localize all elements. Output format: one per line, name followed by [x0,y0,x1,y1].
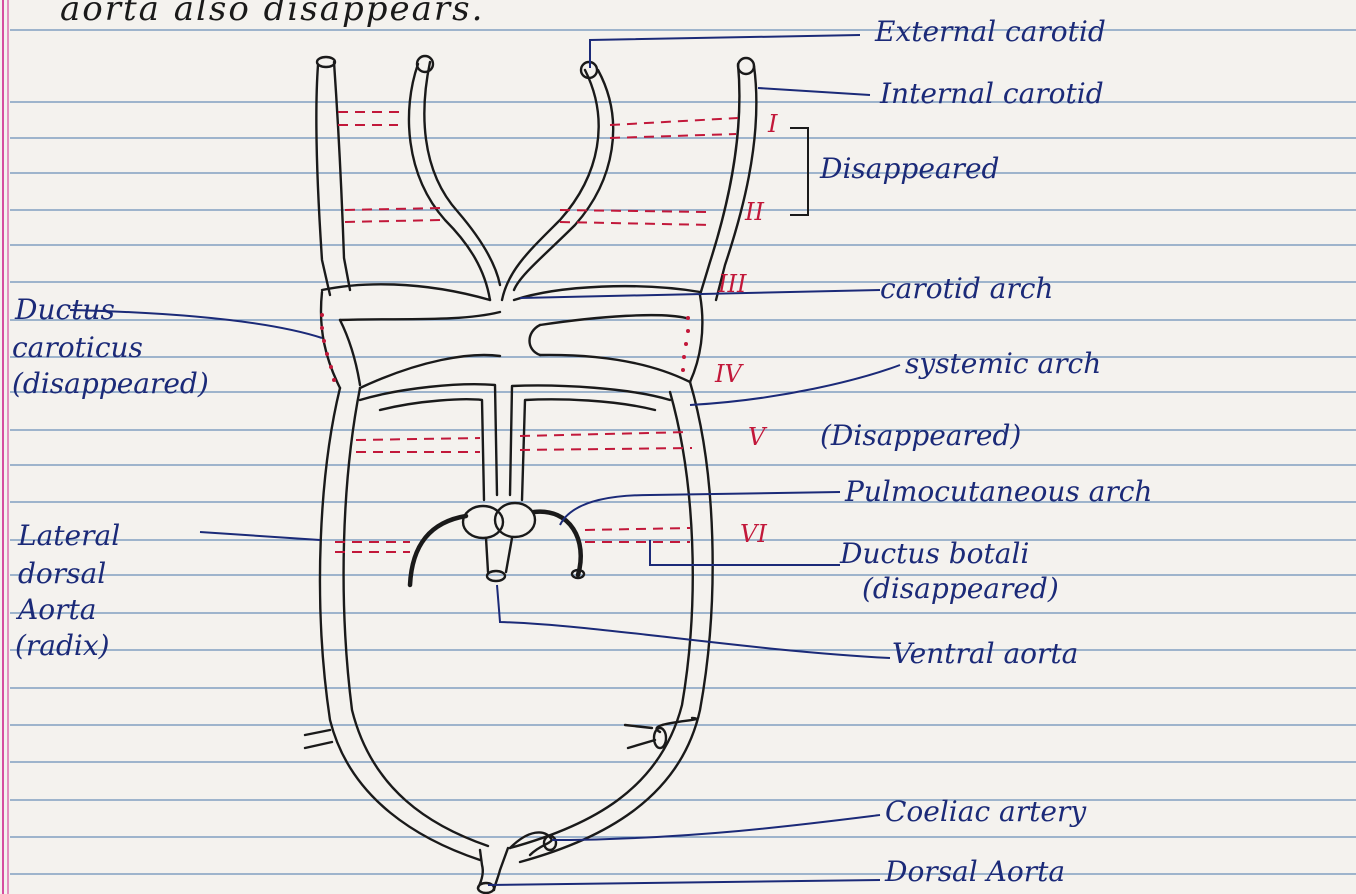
label-lateral-dorsal-1: Lateral [18,522,120,550]
right-systemic-arch [690,295,702,382]
label-external-carotid: External carotid [875,18,1106,46]
arch-numeral-v: V [748,425,765,449]
arch-numeral-iv: IV [715,362,742,386]
arch-i-dashed-right [610,118,738,138]
label-arch-v-disappeared: (Disappeared) [820,422,1021,450]
arch-ii-dashed-left [345,208,440,222]
leader-pulmocutaneous [560,492,840,525]
right-external-carotid-tip [738,58,754,74]
pulmocutaneous-right [534,512,581,575]
leader-internal-carotid [758,88,870,95]
left-internal-carotid-vessel-inner [424,62,500,285]
pulmocutaneous-left [410,516,466,585]
label-coeliac-artery: Coeliac artery [885,798,1086,826]
label-pulmocutaneous-arch: Pulmocutaneous arch [845,478,1152,506]
arch-vi-dashed-left [335,542,410,552]
disappeared-arches [335,112,738,552]
dorsal-aorta-trunk [478,850,483,888]
label-lateral-dorsal-2: dorsal [18,560,106,588]
left-internal-carotid-vessel [409,64,490,300]
dorsal-branch-right-outer [625,725,655,748]
disappeared-bracket [790,128,808,215]
arch-vi-dashed-right [585,528,690,542]
arch-i-dashed-left [338,112,400,125]
label-carotid-arch: carotid arch [880,275,1053,303]
leader-dorsal-aorta [488,880,880,885]
label-lateral-dorsal-3: Aorta [18,596,96,624]
arch-v-dashed-right [520,432,692,450]
ductus-caroticus-dots [320,313,690,382]
left-external-carotid-vessel [316,65,330,295]
right-external-carotid-vessel [700,64,739,295]
left-systemic-cross [340,312,500,320]
arch-numeral-ii: II [745,200,764,224]
arch-numeral-iii: III [718,272,746,296]
right-systemic-curl [530,325,541,355]
leader-coeliac [552,815,880,840]
label-ductus-botalli: Ductus botali [840,540,1029,568]
right-internal-carotid-vessel [502,70,599,300]
label-ductus-caroticus-2: caroticus [12,334,143,362]
arch-v-dashed-left [356,438,480,452]
left-external-carotid-vessel-inner [334,62,350,290]
label-ventral-aorta: Ventral aorta [892,640,1078,668]
right-internal-carotid-vessel-inner [514,70,613,290]
dorsal-aorta-trunk-right [494,848,508,890]
inner-arch-left-inner [380,399,484,500]
label-ductus-caroticus-1: Ductus [15,296,115,324]
truncus-stalk [486,538,512,572]
carotid-arch-left [322,284,490,300]
left-systemic-arch-inner [340,320,360,385]
label-lateral-dorsal-4: (radix) [15,632,110,660]
label-ductus-botalli-status: (disappeared) [862,575,1059,603]
ventral-aorta-base [487,571,505,581]
label-disappeared: Disappeared [820,155,999,183]
right-external-carotid-vessel-inner [716,66,756,300]
lateral-dorsal-aorta-left-inner [344,388,488,846]
label-ductus-caroticus-3: (disappeared) [12,370,209,398]
leader-lateral-dorsal [200,532,320,540]
right-systemic-lower [540,355,690,382]
label-dorsal-aorta: Dorsal Aorta [885,858,1065,886]
left-external-carotid-tip [317,57,335,67]
left-branch-marks [305,730,332,748]
right-systemic-cross [540,315,686,325]
label-systemic-arch: systemic arch [905,350,1101,378]
arch-numeral-i: I [768,112,777,136]
label-internal-carotid: Internal carotid [880,80,1104,108]
arch-numeral-vi: VI [740,522,767,546]
leader-external-carotid [590,35,860,68]
inner-arch-right [510,386,670,495]
header-text: aorta also disappears. [60,0,484,26]
leader-lines [70,35,900,885]
truncus-right-lobe [495,503,535,537]
